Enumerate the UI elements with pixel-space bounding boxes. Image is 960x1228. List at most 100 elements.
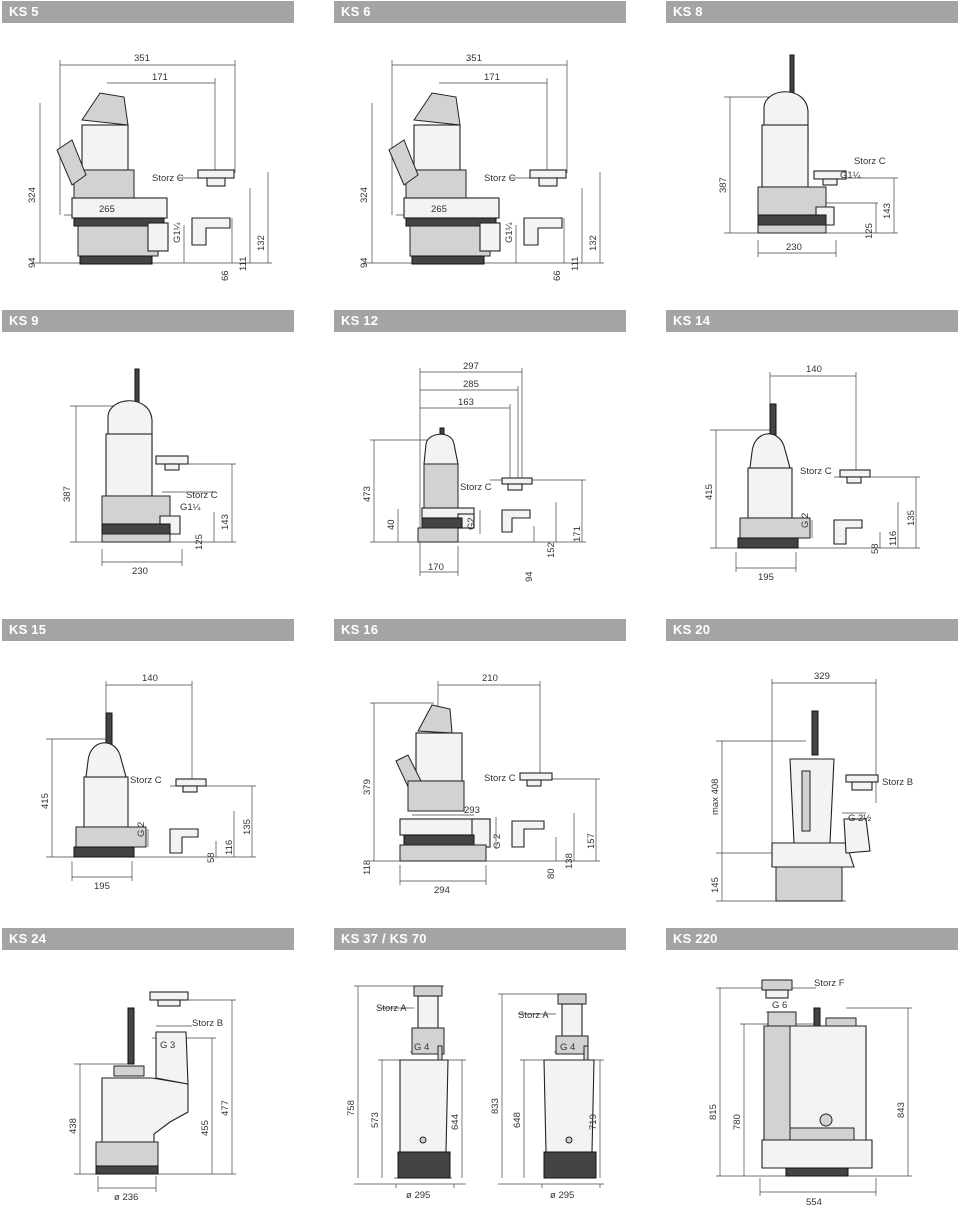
coupling-label: Storz C	[186, 490, 218, 501]
dim-w293: 293	[464, 805, 480, 816]
panel-ks220: KS 220	[666, 928, 958, 1228]
outlet-fitting	[511, 772, 553, 848]
pump-drawing-ks220: Storz F G 6 815 780 843 554	[708, 978, 912, 1208]
dim-thread: G1¼	[172, 221, 183, 243]
dimension-labels: Storz A 758 G 4 573 644 ø 295 Storz A 83…	[346, 1003, 599, 1201]
dim-h758: 758	[346, 1100, 357, 1116]
panel-ks24: KS 24 Storz B	[2, 928, 294, 1228]
pump-body-b	[543, 993, 597, 1179]
panel-title: KS 12	[341, 313, 379, 328]
pump-body	[771, 710, 871, 902]
dim-outlet-111: 111	[570, 257, 581, 271]
dimension-labels: 329 Storz B max 408 G 2½ 145	[710, 671, 913, 893]
coupling-label: Storz C	[800, 466, 832, 477]
panel-ks12: KS 12	[334, 310, 626, 610]
dim-w329: 329	[814, 671, 830, 682]
dim-w140: 140	[142, 673, 158, 684]
coupling-label: Storz B	[882, 777, 913, 788]
dim-w140: 140	[806, 364, 822, 375]
pump-drawing-ks24: Storz B G 3 438 455 477 ø 236	[68, 991, 236, 1203]
panel-title: KS 5	[9, 4, 39, 19]
dim-h815: 815	[708, 1104, 719, 1120]
panel-title: KS 9	[9, 313, 39, 328]
dim-thread: G 6	[772, 1000, 787, 1011]
dim-height-total: 415	[40, 793, 51, 809]
dim-thread-b: G 4	[560, 1042, 575, 1053]
dim-h644: 644	[450, 1114, 461, 1130]
pump-drawing-ks6: 351 171 324 94 265 G1¼ Storz C 66 111 13…	[359, 53, 604, 281]
dim-width-base: 265	[99, 204, 115, 215]
dimension-lines	[70, 405, 236, 566]
dim-height-total: 473	[362, 486, 373, 502]
dim-width-base: 265	[431, 204, 447, 215]
outlet-fitting	[149, 991, 189, 1007]
pump-drawing-ks15: 140 415 Storz C G 2 58 116 135 195	[40, 673, 256, 892]
dim-h719: 719	[588, 1114, 599, 1130]
dim-outlet-111: 111	[238, 257, 249, 271]
dim-outlet-125: 125	[864, 223, 875, 239]
pump-drawing-ks9: 387 Storz C G1¼ 125 143 230	[62, 368, 236, 577]
coupling-label: Storz F	[814, 978, 845, 989]
dim-h152: 152	[546, 542, 557, 558]
dim-h138: 138	[564, 853, 575, 869]
dim-width-base: 230	[786, 242, 802, 253]
dim-h58: 58	[206, 852, 217, 863]
pump-body	[737, 403, 811, 549]
panel-title: KS 6	[341, 4, 371, 19]
coupling-label: Storz C	[460, 482, 492, 493]
dim-thread: G1¼	[840, 170, 862, 181]
dim-w297: 297	[463, 361, 479, 372]
coupling-label-b: Storz A	[518, 1010, 549, 1021]
panel-header: KS 8	[666, 1, 958, 23]
panel-ks8: KS 8 387 Storz	[666, 1, 958, 301]
dim-h438: 438	[68, 1118, 79, 1134]
dim-h648: 648	[512, 1112, 523, 1128]
dimension-labels: 351 171 324 94 265 G1¼ Storz C 66 111 13…	[359, 53, 599, 281]
dim-h94: 94	[524, 571, 535, 582]
pump-drawing-ks8: 387 Storz C G1¼ 125 143 230	[718, 54, 898, 257]
panel-header: KS 20	[666, 619, 958, 641]
dimension-labels: 387 Storz C G1¼ 125 143 230	[62, 486, 231, 577]
panel-header: KS 16	[334, 619, 626, 641]
dimension-labels: 387 Storz C G1¼ 125 143 230	[718, 156, 893, 253]
outlet-fitting	[813, 170, 847, 186]
dim-thread: G 2½	[848, 813, 871, 824]
dim-base-height: 40	[386, 519, 397, 530]
dimension-lines	[370, 368, 586, 576]
dim-base-height: 94	[27, 257, 38, 268]
panel-ks5: KS 5	[2, 1, 294, 301]
dim-base-height: 118	[362, 860, 373, 875]
coupling-label: Storz C	[484, 773, 516, 784]
dim-thread: G 2	[136, 822, 147, 837]
dim-w170: 170	[428, 562, 444, 573]
pump-drawing-ks20: 329 Storz B max 408 G 2½ 145	[710, 671, 913, 902]
panel-ks14: KS 14	[666, 310, 958, 610]
dimension-labels: 140 415 Storz C G 2 58 116 135 195	[704, 364, 917, 583]
panel-header: KS 15	[2, 619, 294, 641]
dim-h833: 833	[490, 1098, 501, 1114]
pump-body	[56, 92, 169, 265]
panel-header: KS 9	[2, 310, 294, 332]
panel-header: KS 24	[2, 928, 294, 950]
dimension-labels: 140 415 Storz C G 2 58 116 135 195	[40, 673, 253, 892]
panel-ks6: KS 6	[334, 1, 626, 301]
coupling-label: Storz B	[192, 1018, 223, 1029]
dimension-lines	[32, 60, 272, 264]
dim-h171: 171	[572, 526, 583, 542]
pump-body	[757, 54, 835, 234]
dim-height-total: 415	[704, 484, 715, 500]
dim-outlet-125: 125	[194, 534, 205, 550]
coupling-label: Storz C	[152, 173, 184, 184]
dim-outlet-132: 132	[256, 235, 267, 251]
panel-ks9: KS 9 387 Storz	[2, 310, 294, 610]
dim-w210: 210	[482, 673, 498, 684]
dim-width-outlet: 171	[152, 72, 168, 83]
dim-thread: G 2	[800, 513, 811, 528]
dim-h116: 116	[888, 531, 899, 546]
panel-ks16: KS 16	[334, 619, 626, 919]
panel-header: KS 37 / KS 70	[334, 928, 626, 950]
panel-title: KS 37 / KS 70	[341, 931, 427, 946]
dim-outlet-143: 143	[882, 203, 893, 219]
pump-body	[388, 92, 501, 265]
pump-body	[95, 1007, 189, 1175]
